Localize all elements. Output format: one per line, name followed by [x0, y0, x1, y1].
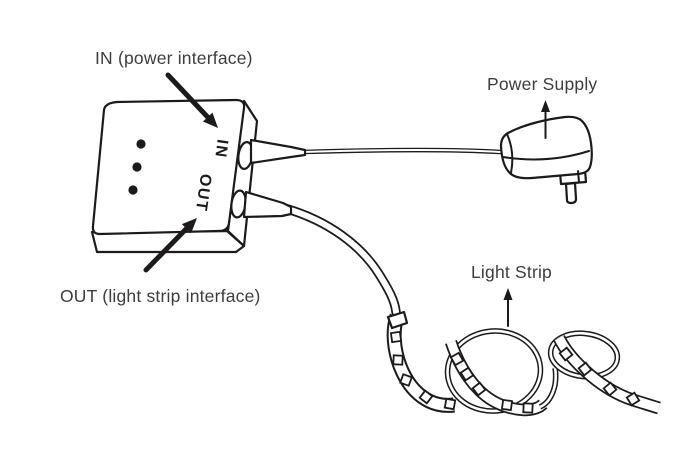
- power-supply-arrow-head: [541, 100, 550, 112]
- led-square: [389, 330, 403, 344]
- controller-box: IN OUT: [90, 98, 307, 254]
- led-square: [558, 346, 574, 362]
- in-interface-label: IN (power interface): [95, 48, 253, 68]
- status-led-dot: [128, 185, 138, 195]
- out-callout-arrow-shaft: [143, 224, 191, 273]
- strip-loop2-ring-core: [549, 331, 619, 379]
- light-strip: [386, 310, 661, 417]
- status-leds: [128, 139, 146, 195]
- in-callout-arrow-shaft: [165, 72, 212, 121]
- status-led-dot: [136, 139, 146, 149]
- adapter-seam: [502, 150, 590, 161]
- led-square: [443, 397, 457, 411]
- box-front-face: [91, 98, 246, 236]
- in-callout-arrow-head: [202, 112, 218, 128]
- light-strip-arrow-head: [503, 288, 513, 300]
- out-interface-label: OUT (light strip interface): [60, 286, 261, 306]
- strip-cable-core: [281, 205, 399, 315]
- light-strip-label: Light Strip: [471, 262, 552, 282]
- led-square: [392, 354, 404, 366]
- led-square: [449, 351, 465, 367]
- in-port-label: IN: [211, 138, 230, 159]
- light-strip-arrow: [503, 288, 513, 327]
- led-square: [577, 361, 593, 377]
- out-plug: [242, 190, 293, 219]
- out-callout-arrow: [143, 218, 197, 273]
- led-square: [399, 373, 413, 387]
- led-square: [625, 391, 641, 407]
- led-square: [471, 381, 487, 397]
- in-callout-arrow: [165, 72, 218, 128]
- led-square: [459, 366, 475, 382]
- strip-end-cap: [386, 310, 409, 330]
- out-callout-arrow-head: [181, 218, 197, 234]
- power-wire-core: [302, 149, 501, 153]
- plug-prong: [564, 181, 578, 205]
- adapter-body: [499, 115, 593, 180]
- led-squares: [389, 330, 641, 414]
- led-square: [602, 381, 618, 397]
- power-supply-arrow: [541, 100, 550, 139]
- strip-cable: [279, 203, 401, 317]
- led-square: [418, 389, 434, 405]
- power-supply-label: Power Supply: [487, 74, 597, 94]
- strip-loop1-ring-core: [446, 329, 542, 413]
- led-square: [500, 398, 514, 412]
- power-wire: [300, 147, 503, 155]
- out-port-label: OUT: [192, 173, 214, 213]
- in-plug: [249, 138, 307, 165]
- strip-cable-outline: [279, 203, 401, 317]
- adapter-end-face-edge: [506, 133, 514, 174]
- strip-twist-core: [539, 367, 558, 409]
- status-led-dot: [132, 162, 142, 172]
- led-square: [522, 402, 534, 414]
- power-adapter: [499, 115, 593, 205]
- plug-base-step: [577, 170, 580, 183]
- strip-loop1-band-core: [446, 340, 547, 415]
